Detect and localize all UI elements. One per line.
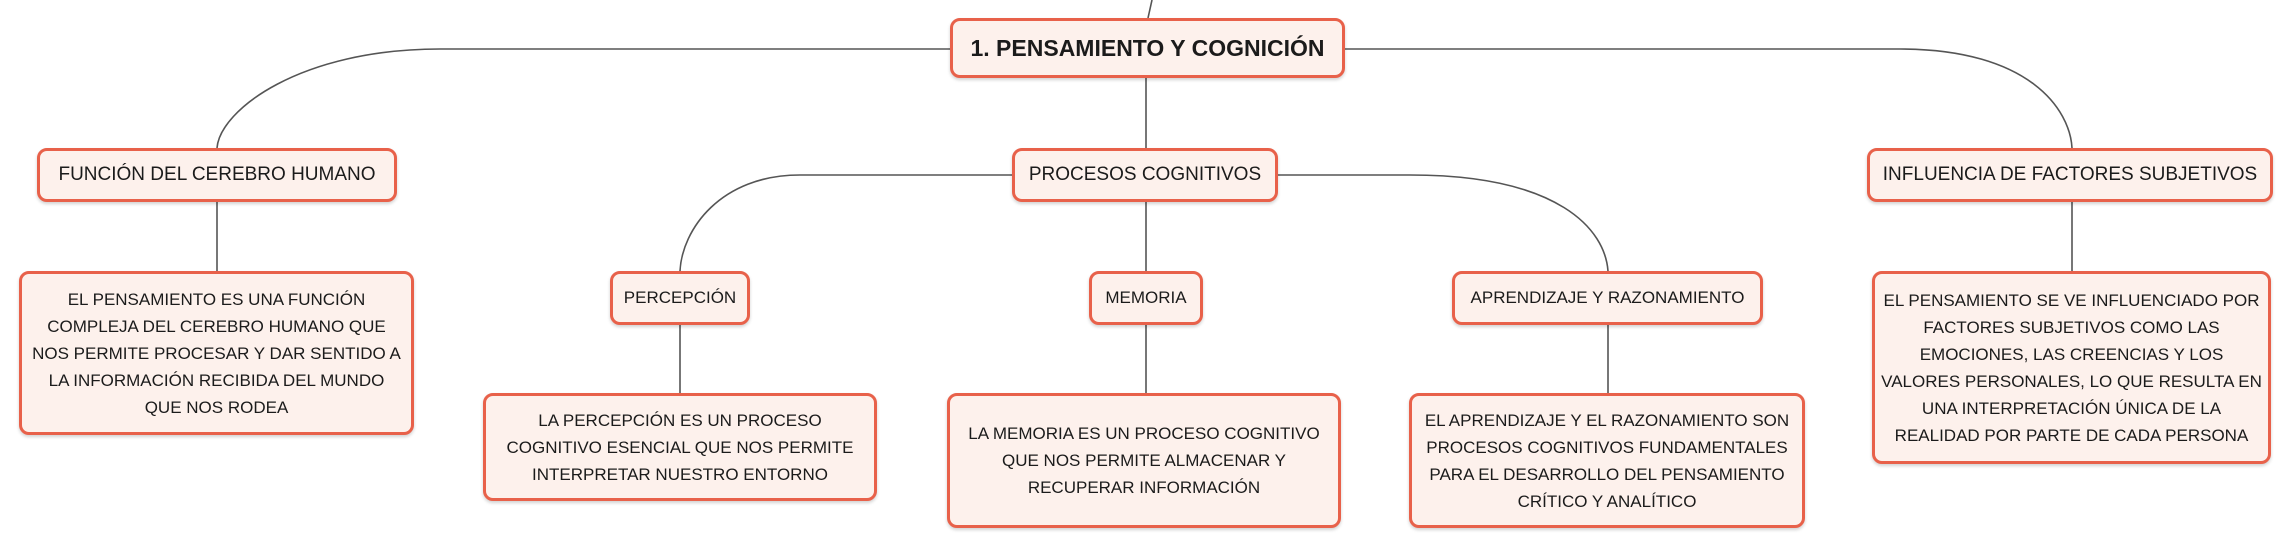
connector-root-subjective xyxy=(1345,48,2073,149)
desc-brain-function[interactable]: EL PENSAMIENTO ES UNA FUNCIÓN COMPLEJA D… xyxy=(19,271,414,435)
desc-subjective-factors[interactable]: EL PENSAMIENTO SE VE INFLUENCIADO POR FA… xyxy=(1872,271,2271,464)
root-node-label: 1. PENSAMIENTO Y COGNICIÓN xyxy=(970,34,1325,61)
subtopic-perception-label: PERCEPCIÓN xyxy=(623,288,737,307)
connector-processes-perception xyxy=(679,174,1012,272)
topic-subjective-factors-label: INFLUENCIA DE FACTORES SUBJETIVOS xyxy=(1882,164,2258,185)
topic-cognitive-processes-label: PROCESOS COGNITIVOS xyxy=(1028,164,1262,185)
subtopic-learning-reasoning[interactable]: APRENDIZAJE Y RAZONAMIENTO xyxy=(1452,271,1763,325)
subtopic-memory[interactable]: MEMORIA xyxy=(1089,271,1203,325)
connector-root-brain xyxy=(216,48,950,149)
desc-memory-text: LA MEMORIA ES UN PROCESO COGNITIVO QUE N… xyxy=(968,424,1320,497)
root-node[interactable]: 1. PENSAMIENTO Y COGNICIÓN xyxy=(950,18,1345,78)
subtopic-perception[interactable]: PERCEPCIÓN xyxy=(610,271,750,325)
desc-subjective-factors-text: EL PENSAMIENTO SE VE INFLUENCIADO POR FA… xyxy=(1881,290,2262,445)
topic-cognitive-processes[interactable]: PROCESOS COGNITIVOS xyxy=(1012,148,1278,202)
desc-perception-text: LA PERCEPCIÓN ES UN PROCESO COGNITIVO ES… xyxy=(506,410,854,484)
connector-processes-learning xyxy=(1278,174,1609,272)
desc-learning-reasoning-text: EL APRENDIZAJE Y EL RAZONAMIENTO SON PRO… xyxy=(1424,410,1790,511)
desc-learning-reasoning[interactable]: EL APRENDIZAJE Y EL RAZONAMIENTO SON PRO… xyxy=(1409,393,1805,528)
topic-brain-function-label: FUNCIÓN DEL CEREBRO HUMANO xyxy=(58,164,376,185)
desc-perception[interactable]: LA PERCEPCIÓN ES UN PROCESO COGNITIVO ES… xyxy=(483,393,877,501)
connector-root-parent xyxy=(1147,0,1153,19)
subtopic-memory-label: MEMORIA xyxy=(1105,288,1187,307)
topic-brain-function[interactable]: FUNCIÓN DEL CEREBRO HUMANO xyxy=(37,148,397,202)
subtopic-learning-reasoning-label: APRENDIZAJE Y RAZONAMIENTO xyxy=(1470,288,1745,307)
desc-memory[interactable]: LA MEMORIA ES UN PROCESO COGNITIVO QUE N… xyxy=(947,393,1341,528)
desc-brain-function-text: EL PENSAMIENTO ES UNA FUNCIÓN COMPLEJA D… xyxy=(32,289,401,417)
topic-subjective-factors[interactable]: INFLUENCIA DE FACTORES SUBJETIVOS xyxy=(1867,148,2273,202)
